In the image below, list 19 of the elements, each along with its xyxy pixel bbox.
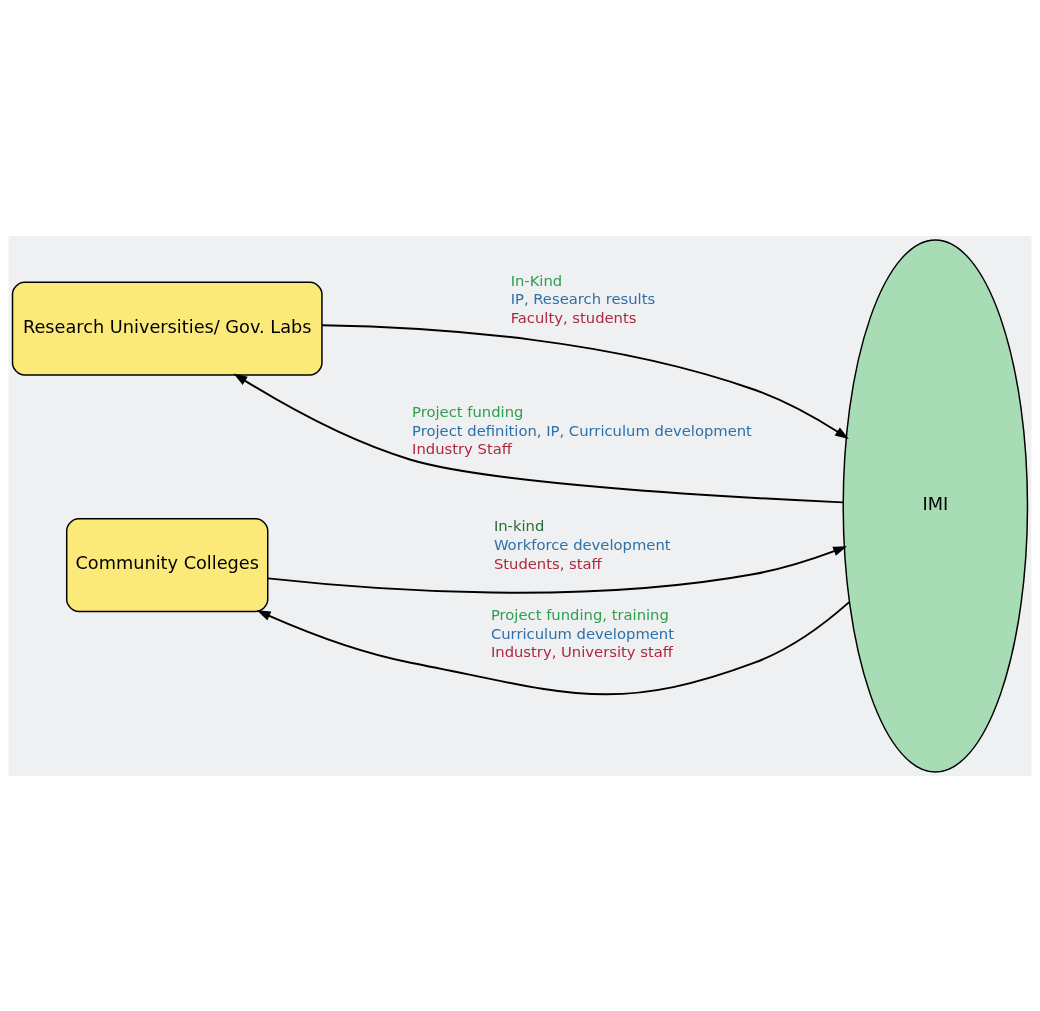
edge-label: Industry Staff	[412, 439, 512, 457]
arrow	[256, 600, 851, 695]
edge-label: Students, staff	[493, 554, 602, 572]
edge-label: Project funding	[412, 402, 524, 420]
edge-label: In-Kind	[510, 271, 563, 289]
edge-label: In-kind	[493, 516, 545, 534]
node-box: Community Colleges	[66, 517, 269, 612]
edge-label: Workforce development	[493, 535, 671, 553]
node-box: Research Universities/ Gov. Labs	[11, 281, 323, 376]
arrow	[321, 323, 849, 439]
edge-label: Project funding, training	[490, 605, 669, 623]
arrow	[267, 545, 848, 594]
node-ellipse: IMI	[842, 238, 1029, 773]
edge-label: Project definition, IP, Curriculum development	[412, 421, 752, 439]
edge-label: Industry, University staff	[490, 642, 673, 660]
edge-label: IP, Research results	[510, 289, 656, 307]
edge-label: Curriculum development	[490, 624, 675, 642]
edge-label: Faculty, students	[510, 308, 637, 326]
arrow	[233, 372, 844, 503]
